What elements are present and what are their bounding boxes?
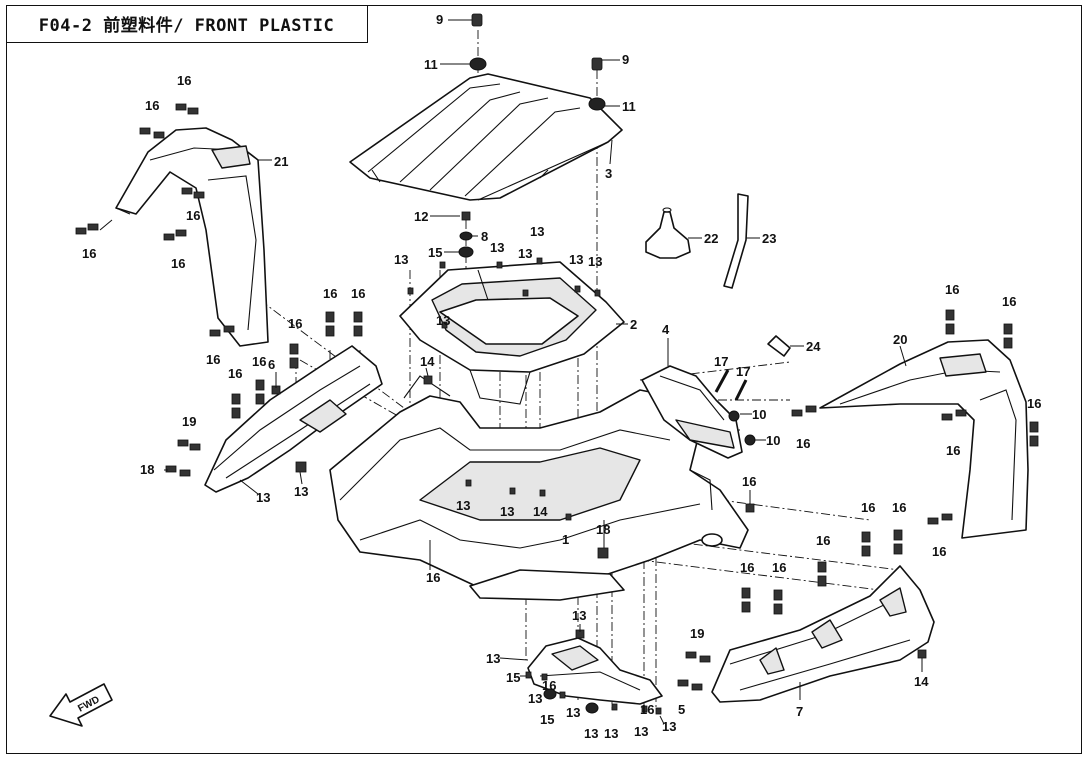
part-22-fuel-cap-cover: [645, 207, 691, 259]
callout-16: 16: [816, 533, 830, 548]
callout-17: 17: [736, 364, 750, 379]
part-17-pins: [714, 369, 748, 401]
callout-13: 13: [528, 691, 542, 706]
callout-16: 16: [288, 316, 302, 331]
title-box: F04-2 前塑料件/ FRONT PLASTIC: [6, 5, 368, 43]
callout-16: 16: [932, 544, 946, 559]
callout-16: 16: [323, 286, 337, 301]
callout-16: 16: [145, 98, 159, 113]
callout-13: 1: [562, 532, 569, 547]
callout-16: 16: [740, 560, 754, 575]
part-3-front-top-cover: [349, 73, 623, 201]
callout-16: 16: [206, 352, 220, 367]
callout-13: 13: [456, 498, 470, 513]
callout-13: 13: [566, 705, 580, 720]
callout-13: 13: [662, 719, 676, 734]
callout-23: 23: [762, 231, 776, 246]
callout-20: 20: [893, 332, 907, 347]
callout-16: 16: [946, 443, 960, 458]
callout-13: 13: [518, 246, 532, 261]
callout-15: 15: [540, 712, 554, 727]
callout-16: 16: [228, 366, 242, 381]
callout-14: 18: [596, 522, 610, 537]
callout-15: 15: [428, 245, 442, 260]
callout-19: 14: [914, 674, 929, 689]
callout-21: 21: [274, 154, 288, 169]
callout-13: 13: [604, 726, 618, 741]
part-4-right-inner-panel: [641, 365, 743, 459]
part-5-right-side-panel: [711, 565, 935, 703]
callout-12: 12: [414, 209, 428, 224]
callout-16: 16: [186, 208, 200, 223]
callout-16: 16: [1002, 294, 1016, 309]
callout-4: 4: [662, 322, 670, 337]
callout-16: 16: [82, 246, 96, 261]
callout-13: 13: [436, 313, 450, 328]
callout-13: 13: [394, 252, 408, 267]
callout-16: 16: [861, 500, 875, 515]
callout-leaders: [99, 19, 923, 725]
part-20-right-front-fender: [819, 339, 1029, 539]
callout-8: 8: [481, 229, 488, 244]
callout-5: 7: [796, 704, 803, 719]
callout-16: 16: [252, 354, 266, 369]
callout-10: 10: [752, 407, 766, 422]
callout-16: 16: [796, 436, 810, 451]
callout-11: 11: [622, 99, 636, 114]
callout-13: 13: [569, 252, 583, 267]
callout-2: 2: [630, 317, 637, 332]
part-23-vent-tube: [723, 193, 749, 289]
callout-9: 9: [622, 52, 629, 67]
callout-24: 24: [806, 339, 821, 354]
forward-direction-arrow: FWD: [49, 683, 113, 727]
callout-22: 22: [704, 231, 718, 246]
callout-13: 13: [588, 254, 602, 269]
callout-13: 13: [500, 504, 514, 519]
callout-18: 14: [420, 354, 435, 369]
callout-10: 10: [766, 433, 780, 448]
callout-18: 16: [742, 474, 756, 489]
callout-16: 16: [772, 560, 786, 575]
diagram-title: F04-2 前塑料件/ FRONT PLASTIC: [38, 16, 335, 36]
callout-1: 16: [426, 570, 440, 585]
callout-13: 13: [634, 724, 648, 739]
callout-13: 14: [533, 504, 548, 519]
part-24-clip: [767, 335, 791, 357]
diagram-frame: [6, 5, 1082, 754]
callout-13: 16: [640, 702, 654, 717]
part-2-front-storage-tray: [399, 261, 625, 405]
callout-6: 13: [256, 490, 270, 505]
callout-17: 17: [714, 354, 728, 369]
callout-15: 13: [584, 726, 598, 741]
part-1-front-fender-body: [329, 375, 749, 601]
callout-numbers: 9 11 9 11 3 21 16 16 16 16 16 16 12 8 15…: [82, 12, 1041, 741]
callout-14: 13: [294, 484, 308, 499]
callout-16: 19: [182, 414, 196, 429]
part-21-left-front-fender: [115, 127, 269, 347]
callout-7: 13: [486, 651, 500, 666]
callout-13: 16: [542, 678, 556, 693]
callout-16: 5: [678, 702, 685, 717]
callout-9: 9: [436, 12, 443, 27]
callout-16: 19: [690, 626, 704, 641]
clip-set-16: [75, 103, 1039, 691]
callout-3: 3: [605, 166, 612, 181]
callout-16: 16: [945, 282, 959, 297]
callout-13: 13: [530, 224, 544, 239]
callout-13: 13: [490, 240, 504, 255]
callout-14: 13: [572, 608, 586, 623]
part-6-left-side-panel: [204, 345, 383, 493]
callout-16: 16: [1027, 396, 1041, 411]
callout-16: 16: [351, 286, 365, 301]
callout-19: 6: [268, 357, 275, 372]
callout-16: 16: [892, 500, 906, 515]
callout-16: 18: [140, 462, 154, 477]
callout-16: 16: [177, 73, 191, 88]
callout-11: 11: [424, 57, 438, 72]
callout-16: 16: [171, 256, 185, 271]
callout-13: 15: [506, 670, 520, 685]
